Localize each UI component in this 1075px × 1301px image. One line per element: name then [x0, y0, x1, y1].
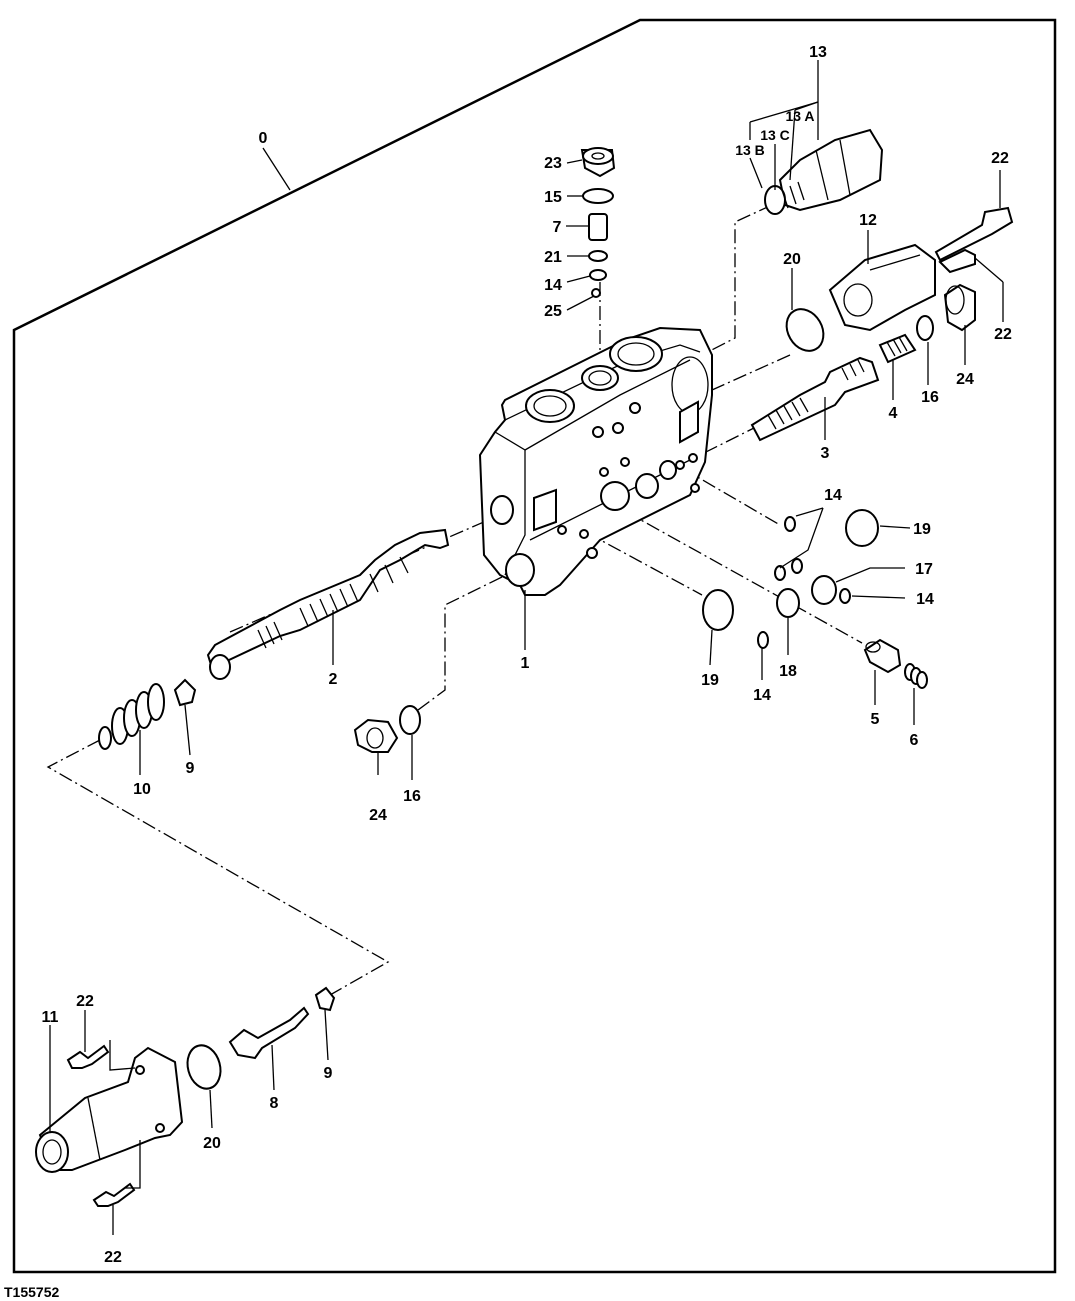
top-stack	[580, 147, 616, 298]
o-ring-18	[776, 588, 800, 618]
assembly-frame	[12, 18, 1057, 1274]
spring-10	[98, 683, 165, 750]
callout-19-mid: 19	[701, 672, 719, 689]
callout-14-top: 14	[544, 277, 562, 294]
alignment-lines	[46, 204, 863, 996]
bolt-22-mid	[938, 248, 976, 274]
callout-24-lower: 24	[369, 807, 387, 824]
callout-8: 8	[270, 1095, 279, 1112]
spool	[750, 356, 880, 442]
o-ring-19-right	[845, 509, 879, 547]
callout-13a: 13 A	[785, 108, 814, 124]
o-ring-14-low	[757, 631, 769, 649]
callout-9-lower: 9	[324, 1065, 333, 1082]
callout-15: 15	[544, 189, 562, 206]
o-ring-16-lower	[399, 705, 421, 735]
bolt-22-lower-bot	[92, 1182, 136, 1207]
figure-id: T155752	[4, 1284, 59, 1300]
callout-24-right: 24	[956, 371, 974, 388]
bolt-8	[228, 1006, 310, 1060]
relief-valve	[764, 128, 884, 215]
plug	[878, 333, 917, 364]
o-ring-14-r	[839, 588, 851, 604]
callout-20-top: 20	[783, 251, 801, 268]
callout-7: 7	[553, 219, 562, 236]
callout-6: 6	[910, 732, 919, 749]
o-ring-20-lower	[186, 1044, 222, 1090]
callout-1: 1	[521, 655, 530, 672]
callout-5: 5	[871, 711, 880, 728]
cap-12	[828, 243, 936, 332]
callout-20-lower: 20	[203, 1135, 221, 1152]
callout-0: 0	[259, 130, 268, 147]
callout-13c: 13 C	[760, 127, 790, 143]
o-ring-14-pair	[774, 516, 803, 581]
bolt-22-top	[934, 206, 1014, 262]
valve-body	[478, 326, 713, 596]
callout-13b: 13 B	[735, 142, 765, 158]
callouts: 0 1 2 3 4 5 6 7 8 9 9 10 11 12 13 13 A 1…	[42, 44, 1012, 1266]
callout-21: 21	[544, 249, 562, 266]
callout-4: 4	[889, 405, 898, 422]
plug-24-right	[943, 283, 976, 332]
bolt-22-lower-top	[66, 1044, 110, 1069]
o-ring-20-top	[785, 308, 825, 352]
callout-22-lower-bot: 22	[104, 1249, 122, 1266]
main-spool	[206, 528, 450, 680]
callout-11: 11	[42, 1009, 59, 1026]
cap-11	[35, 1046, 184, 1173]
callout-10: 10	[133, 781, 151, 798]
plug-24-lower	[353, 718, 399, 753]
leader-lines	[49, 60, 1004, 1235]
callout-25: 25	[544, 303, 562, 320]
callout-14-mid: 14	[824, 487, 842, 504]
callout-14-low: 14	[753, 687, 771, 704]
callout-23: 23	[544, 155, 562, 172]
callout-9-upper: 9	[186, 760, 195, 777]
callout-14-right: 14	[916, 591, 934, 608]
callout-22-top: 22	[991, 150, 1009, 167]
callout-17: 17	[915, 561, 933, 578]
callout-3: 3	[821, 445, 830, 462]
callout-22-mid: 22	[994, 326, 1012, 343]
callout-16-right: 16	[921, 389, 939, 406]
callout-18: 18	[779, 663, 797, 680]
callout-2: 2	[329, 671, 338, 688]
o-ring-19-mid	[702, 589, 734, 631]
o-ring-17	[811, 575, 837, 605]
callout-22-lower-top: 22	[76, 993, 94, 1010]
callout-16-lower: 16	[403, 788, 421, 805]
spring-6	[904, 663, 928, 689]
plug-5	[863, 638, 902, 674]
retainer-9-upper	[173, 678, 197, 707]
callout-13: 13	[809, 44, 827, 61]
callout-12: 12	[859, 212, 877, 229]
o-ring-16-right	[916, 315, 934, 341]
retainer-9-lower	[314, 986, 336, 1012]
callout-19-right: 19	[913, 521, 931, 538]
